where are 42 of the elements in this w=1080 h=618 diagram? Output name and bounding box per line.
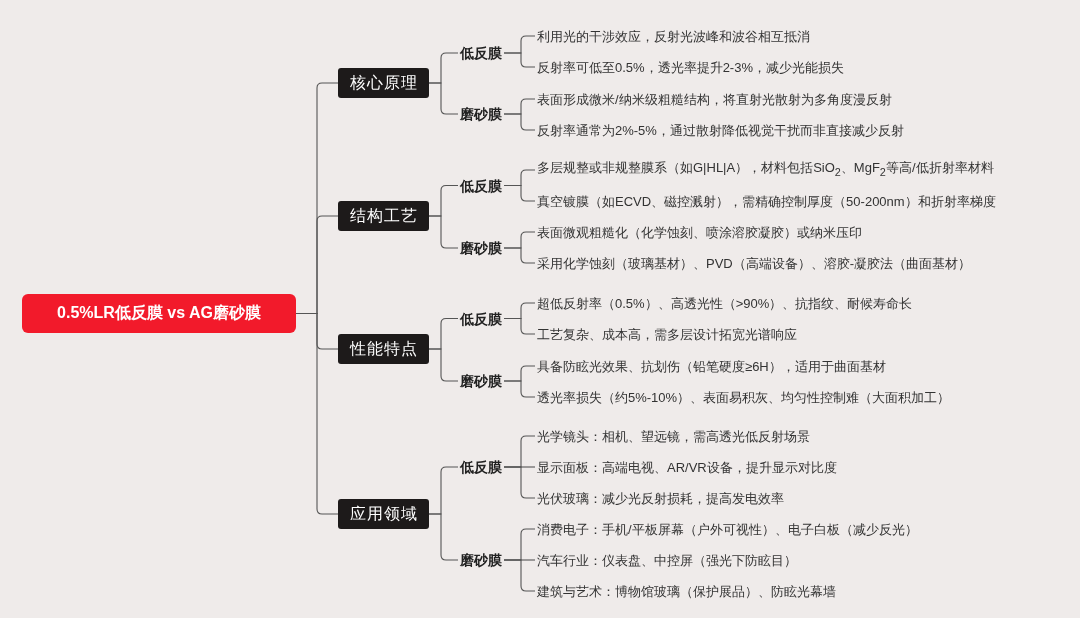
leaf-text: 光伏玻璃：减少光反射损耗，提高发电效率: [535, 489, 786, 507]
category-box: 结构工艺: [338, 201, 429, 231]
leaf-text: 具备防眩光效果、抗划伤（铅笔硬度≥6H），适用于曲面基材: [535, 357, 888, 375]
category-box: 应用领域: [338, 499, 429, 529]
connector-line: [428, 82, 459, 115]
branch-label: 低反膜: [458, 176, 504, 195]
leaf-text: 汽车行业：仪表盘、中控屏（强光下防眩目）: [535, 551, 799, 569]
connector-line: [295, 312, 339, 515]
leaf-text: 表面微观粗糙化（化学蚀刻、喷涂溶胶凝胶）或纳米压印: [535, 223, 864, 241]
leaf-text: 表面形成微米/纳米级粗糙结构，将直射光散射为多角度漫反射: [535, 90, 894, 108]
leaf-text: 消费电子：手机/平板屏幕（户外可视性）、电子白板（减少反光）: [535, 520, 920, 538]
connector-line: [503, 247, 536, 264]
connector-line: [503, 317, 536, 335]
connector-line: [503, 52, 536, 68]
connector-line: [428, 348, 459, 382]
leaf-text: 建筑与艺术：博物馆玻璃（保护展品）、防眩光幕墙: [535, 582, 838, 600]
leaf-text: 超低反射率（0.5%）、高透光性（>90%）、抗指纹、耐候寿命长: [535, 294, 915, 312]
leaf-text: 透光率损失（约5%-10%）、表面易积灰、均匀性控制难（大面积加工）: [535, 388, 953, 406]
branch-label: 低反膜: [458, 44, 504, 62]
category-box: 性能特点: [338, 334, 429, 364]
leaf-text: 显示面板：高端电视、AR/VR设备，提升显示对比度: [535, 458, 839, 476]
branch-label: 低反膜: [458, 458, 504, 476]
branch-label: 磨砂膜: [458, 105, 504, 123]
connector-line: [503, 184, 536, 202]
leaf-text: 真空镀膜（如ECVD、磁控溅射），需精确控制厚度（50-200nm）和折射率梯度: [535, 192, 998, 210]
leaf-text: 光学镜头：相机、望远镜，需高透光低反射场景: [535, 427, 812, 445]
leaf-text: 反射率通常为2%-5%，通过散射降低视觉干扰而非直接减少反射: [535, 121, 906, 139]
connector-line: [428, 513, 459, 561]
connector-line: [503, 380, 536, 398]
branch-label: 低反膜: [458, 309, 504, 328]
connector-line: [503, 113, 536, 131]
branch-label: 磨砂膜: [458, 239, 504, 257]
leaf-text: 利用光的干涉效应，反射光波峰和波谷相互抵消: [535, 27, 812, 45]
leaf-text: 工艺复杂、成本高，需多层设计拓宽光谱响应: [535, 325, 799, 343]
connector-line: [428, 215, 459, 249]
leaf-text: 采用化学蚀刻（玻璃基材）、PVD（高端设备）、溶胶-凝胶法（曲面基材）: [535, 254, 974, 272]
leaf-text: 多层规整或非规整膜系（如G|HL|A），材料包括SiO$_{2}$、MgF$_{2}$等高/低折射率材料: [535, 159, 996, 181]
branch-label: 磨砂膜: [458, 551, 504, 569]
branch-label: 磨砂膜: [458, 372, 504, 390]
leaf-text: 反射率可低至0.5%，透光率提升2-3%，减少光能损失: [535, 58, 846, 76]
root-box: 0.5%LR低反膜 vs AG磨砂膜: [22, 294, 296, 333]
category-box: 核心原理: [338, 68, 429, 98]
